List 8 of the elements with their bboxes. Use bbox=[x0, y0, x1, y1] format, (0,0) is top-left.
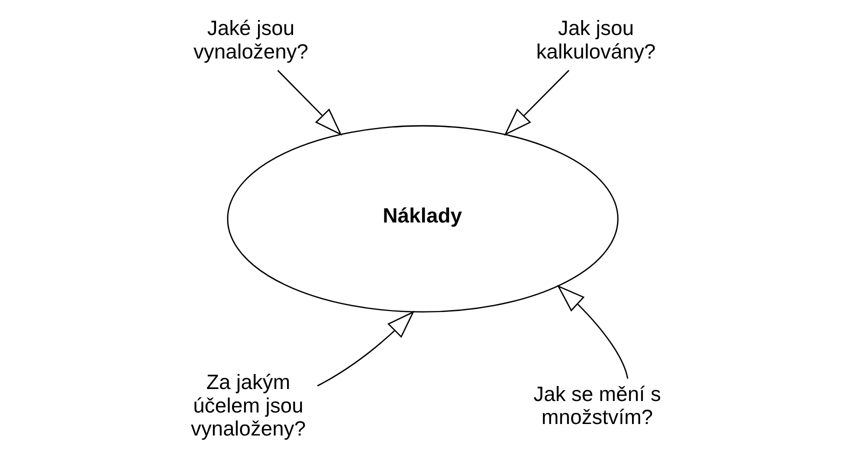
node-text: Jak se mění s množstvím? bbox=[534, 382, 661, 430]
arrow bbox=[504, 70, 570, 136]
node-text: Jak jsou kalkulovány? bbox=[536, 17, 656, 64]
node-text: Za jakým účelem jsou vynaloženy? bbox=[190, 371, 306, 441]
node-text: Jaké jsou vynaloženy? bbox=[193, 17, 308, 64]
arrow bbox=[317, 310, 415, 386]
arrow bbox=[557, 284, 628, 379]
arrow bbox=[277, 70, 342, 136]
